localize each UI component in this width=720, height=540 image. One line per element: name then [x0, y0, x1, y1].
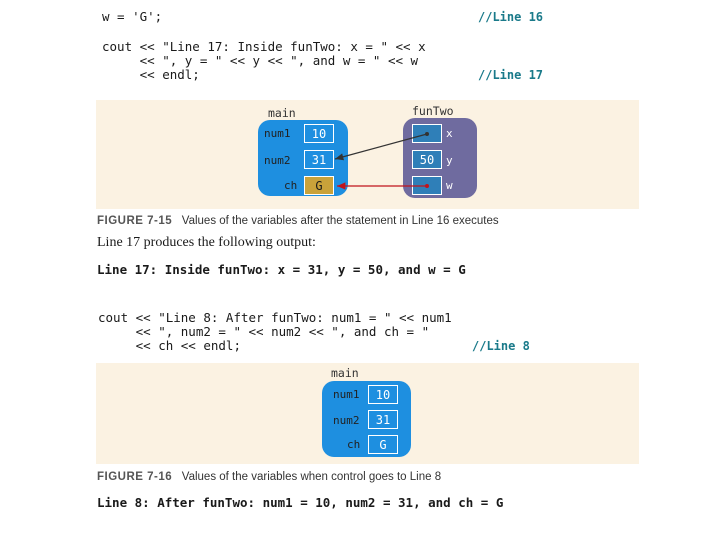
fun-label-x: x: [446, 127, 453, 140]
figure-7-15-text: Values of the variables after the statem…: [181, 215, 499, 227]
output-line-17: Line 17: Inside funTwo: x = 31, y = 50, …: [97, 262, 466, 277]
main-scope-label: main: [268, 106, 296, 120]
code-line-17a: cout << "Line 17: Inside funTwo: x = " <…: [102, 39, 426, 54]
var-label-num2: num2: [264, 154, 291, 167]
cell-num1-2: 10: [368, 385, 398, 404]
figure-7-15-caption: FIGURE 7-15 Values of the variables afte…: [97, 215, 499, 227]
fun-label-w: w: [446, 179, 453, 192]
output-line-8: Line 8: After funTwo: num1 = 10, num2 = …: [97, 495, 504, 510]
cell-y: 50: [412, 150, 442, 169]
figure-7-16-caption: FIGURE 7-16 Values of the variables when…: [97, 471, 441, 483]
figure-7-16-text: Values of the variables when control goe…: [181, 471, 442, 483]
cell-ch: G: [304, 176, 334, 195]
code-line-8c: << ch << endl;: [98, 338, 241, 353]
var-label-num1: num1: [264, 127, 291, 140]
comment-line-16: //Line 16: [478, 10, 544, 24]
fun-label-y: y: [446, 154, 453, 167]
var-label-ch-2: ch: [347, 438, 361, 451]
prose-line-17-output: Line 17 produces the following output:: [97, 235, 316, 250]
comment-line-8: //Line 8: [472, 339, 530, 353]
cell-num1: 10: [304, 124, 334, 143]
figure-7-15-panel: [96, 100, 639, 209]
code-line-8a: cout << "Line 8: After funTwo: num1 = " …: [98, 310, 452, 325]
figure-7-16-number: FIGURE 7-16: [97, 471, 173, 483]
comment-line-17: //Line 17: [478, 68, 544, 82]
cell-ch-2: G: [368, 435, 398, 454]
var-label-num2-2: num2: [333, 414, 360, 427]
funtwo-scope-label: funTwo: [412, 104, 454, 118]
code-line-16: w = 'G';: [102, 9, 163, 24]
code-line-8b: << ", num2 = " << num2 << ", and ch = ": [98, 324, 430, 339]
var-label-num1-2: num1: [333, 388, 360, 401]
main-scope-label-2: main: [331, 366, 359, 380]
code-line-17c: << endl;: [102, 67, 200, 82]
x-to-num2-arrow: [334, 133, 428, 161]
cell-num2-2: 31: [368, 410, 398, 429]
var-label-ch: ch: [284, 179, 298, 192]
code-line-17b: << ", y = " << y << ", and w = " << w: [102, 53, 419, 68]
figure-7-15-number: FIGURE 7-15: [97, 215, 173, 227]
cell-num2: 31: [304, 150, 334, 169]
